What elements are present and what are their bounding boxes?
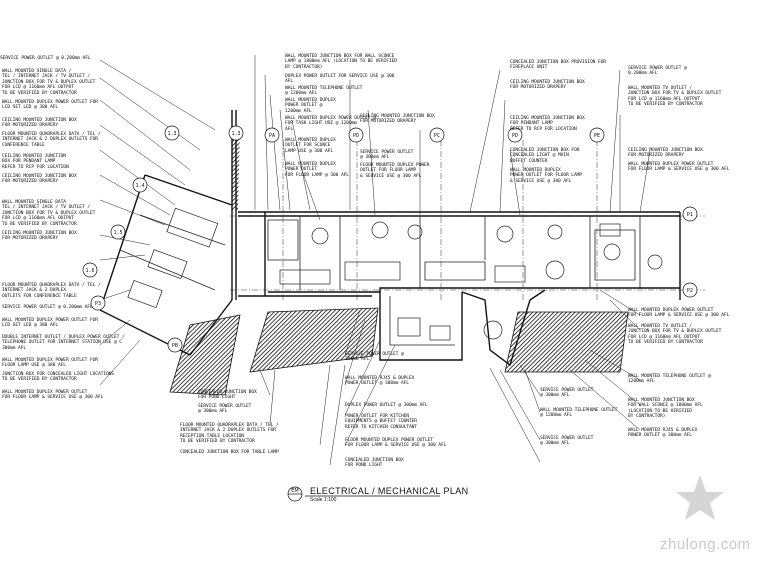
bubble-label: PB (172, 343, 178, 349)
grid-bubble (90, 295, 106, 311)
grid-lines (230, 140, 705, 300)
grid-bubble (110, 224, 126, 240)
grid-bubble (132, 177, 148, 193)
title-block (287, 486, 440, 502)
note-top-1: WALL MOUNTED JUNCTION BOX FOR WALL SCONC… (285, 54, 397, 70)
note-top-2: DUPLEX POWER OUTLET FOR SERVICE USE @ 30… (285, 74, 395, 85)
grid-bubble (82, 262, 98, 278)
note-bottom-1: CONCEALED JUNCTION BOX FOR POND LIGHT (198, 390, 257, 401)
note-bottom-11: SERVICE POWER OUTLET @ 300mm AFL (540, 388, 594, 399)
note-left-12: WALL MOUNTED DUPLEX POWER OUTLET FOR LCD… (2, 318, 98, 329)
grid-bubble (589, 127, 605, 143)
note-bottom-6: WALL MOUNTED RJ45 & DUPLEX POWER OUTLET … (345, 376, 415, 387)
note-left-9: CEILING MOUNTED JUNCTION BOX FOR MOTORIZ… (2, 231, 77, 242)
bubble-label: P1 (687, 212, 693, 218)
grid-bubble (682, 206, 698, 222)
note-left-11: SERVICE POWER OUTLET @ 0.200mm AFL (2, 305, 93, 310)
note-bottom-8: POWER OUTLET FOR KITCHEN EQUIPMENTS @ BU… (345, 414, 417, 430)
note-top-8: WALL MOUNTED DUPLEX POWER OUTLET FOR FLO… (285, 162, 349, 178)
grid-bubble (682, 282, 698, 298)
note-right-4: WALL MOUNTED DUPLEX POWER OUTLET FOR FLO… (628, 162, 730, 173)
bubble-label: PD (512, 133, 518, 139)
note-left-10: FLOOR MOUNTED QUADRAPLEX DATA / TEL / IN… (2, 283, 101, 299)
bubble-label: P2 (687, 288, 693, 294)
interior-partitions (119, 214, 641, 346)
drawing-scale: Scale 1:100 (310, 497, 337, 503)
note-left-8: WALL MOUNTED SINGLE DATA TEL / INTERNET … (2, 200, 96, 227)
note-left-16: WALL MOUNTED DUPLEX POWER OUTLET FOR FLO… (2, 390, 104, 401)
bubble-label: 1.3 (231, 131, 240, 137)
note-top-7: WALL MOUNTED DUPLEX OUTLET FOR SCONCE LA… (285, 138, 336, 154)
drawing-badge: EM (291, 488, 298, 494)
bubble-label: P3 (95, 301, 101, 307)
note-top-3: WALL MOUNTED TELEPHONE OUTLET @ 1200mm A… (285, 86, 363, 97)
note-bottom-7: DUPLEX POWER OUTLET @ 300mm AFL (345, 403, 428, 408)
note-left-6: CEILING MOUNTED JUNCTION BOX FOR PENDANT… (2, 154, 69, 170)
bubble-label: PC (434, 133, 440, 139)
note-left-14: WALL MOUNTED DUPLEX POWER OUTLET FOR FLO… (2, 358, 98, 369)
note-bottom-12: WALL MOUNTED TELEPHONE OUTLET @ 1200mm A… (540, 408, 618, 419)
note-top-15: WALL MOUNTED DUPLEX POWER OUTLET FOR FLO… (510, 168, 582, 184)
grid-bubble (507, 127, 523, 143)
note-right-3: CEILING MOUNTED JUNCTION BOX FOR MOTORIZ… (628, 148, 703, 159)
grid-bubble (348, 127, 364, 143)
hatched-voids (169, 128, 629, 396)
furniture (127, 207, 663, 341)
drawing-title: ELECTRICAL / MECHANICAL PLAN (310, 486, 469, 496)
note-top-14: CONCEALED JUNCTION BOX FOR CONCEALED LIG… (510, 148, 580, 164)
note-left-15: JUNCTION BOX FOR CONCEALED LIGHT LOCATIO… (2, 372, 114, 383)
note-left-3: WALL MOUNTED DUPLEX POWER OUTLET FOR LCD… (2, 100, 98, 111)
grid-bubble (228, 125, 244, 141)
note-top-10: FLOOR MOUNTED DUPLEX POWER OUTLET FOR FL… (360, 163, 430, 179)
grid-bubble-labels: 1.3 1.3 1.4 1.5 1.6 P3 PB PA PD PC PD PE… (85, 131, 693, 349)
note-left-1: SERVICE POWER OUTLET @ 0.200mm AFL (0, 56, 91, 61)
watermark-text: zhulong.com (660, 536, 751, 553)
note-bottom-2: SERVICE POWER OUTLET @ 300mm AFL (198, 404, 252, 415)
bubble-label: 1.3 (167, 131, 176, 137)
note-left-2: WALL MOUNTED SINGLE DATA / TEL / INTERNE… (2, 69, 96, 96)
bubble-label: PA (269, 133, 275, 139)
note-top-4: WALL MOUNTED DUPLEX POWER OUTLET @ 1200m… (285, 98, 336, 114)
note-top-12: CEILING MOUNTED JUNCTION BOX FOR MOTORIZ… (510, 80, 585, 91)
watermark-logo (676, 475, 724, 520)
note-top-6: CEILING MOUNTED JUNCTION BOX FOR MOTORIZ… (360, 114, 435, 125)
note-bottom-5: SERVICE POWER OUTLET @ 300mm AFL (345, 352, 404, 363)
grid-bubble (164, 125, 180, 141)
note-left-4: CEILING MOUNTED JUNCTION BOX FOR MOTORIZ… (2, 118, 77, 129)
note-left-5: FLOOR MOUNTED QUADRAPLEX DATA / TEL / IN… (2, 132, 101, 148)
note-right-7: WALL MOUNTED TELEPHONE OUTLET @ 1200mm A… (628, 374, 711, 385)
grid-bubble (264, 127, 280, 143)
note-right-5: WALL MOUNTED DUPLEX POWER OUTLET FOR FLO… (628, 308, 730, 319)
note-bottom-13: SERVICE POWER OUTLET @ 300mm AFL (540, 436, 594, 447)
note-bottom-9: FLOOR MOUNTED DUPLEX POWER OUTLET FOR FL… (345, 438, 447, 449)
note-right-6: WALL MOUNTED TV OUTLET / JUNCTION BOX FO… (628, 324, 722, 346)
note-left-13: DOUBLE INTERNET OUTLET / DUPLEX POWER OU… (2, 335, 125, 351)
grid-bubble (429, 127, 445, 143)
note-bottom-4: CONCEALED JUNCTION BOX FOR TABLE LAMP (180, 450, 279, 455)
bubble-label: PD (353, 133, 359, 139)
note-bottom-3: FLOOR MOUNTED QUADRAPLEX DATA / TEL / IN… (180, 423, 279, 445)
note-right-8: WALL MOUNTED JUNCTION BOX FOR WALL SCONC… (628, 398, 703, 420)
note-top-9: SERVICE POWER OUTLET @ 300mm AFL (360, 150, 414, 161)
bubble-label: 1.4 (135, 183, 144, 189)
bubble-label: PE (594, 133, 600, 139)
leader-lines (99, 55, 651, 466)
grid-bubble (167, 337, 183, 353)
bubble-label: 1.6 (85, 268, 94, 274)
note-top-11: CONCEALED JUNCTION BOX PROVISION FOR FIR… (510, 60, 606, 71)
note-bottom-10: CONCEALED JUNCTION BOX FOR POND LIGHT (345, 458, 404, 469)
bubble-label: 1.5 (113, 230, 122, 236)
note-right-9: WALL MOUNTED RJ45 & DUPLEX POWER OUTLET … (628, 428, 698, 439)
note-left-7: CEILING MOUNTED JUNCTION BOX FOR MOTORIZ… (2, 174, 77, 185)
grid-bubbles (82, 125, 698, 353)
note-right-2: WALL MOUNTED TV OUTLET / JUNCTION BOX FO… (628, 86, 722, 108)
note-right-1: SERVICE POWER OUTLET @ 0.200mm AFL (628, 66, 687, 77)
note-top-5: WALL MOUNTED DUPLEX POWER OUTLET @ FOR T… (285, 116, 376, 132)
note-top-13: CEILING MOUNTED JUNCTION BOX FOR PENDANT… (510, 116, 585, 132)
